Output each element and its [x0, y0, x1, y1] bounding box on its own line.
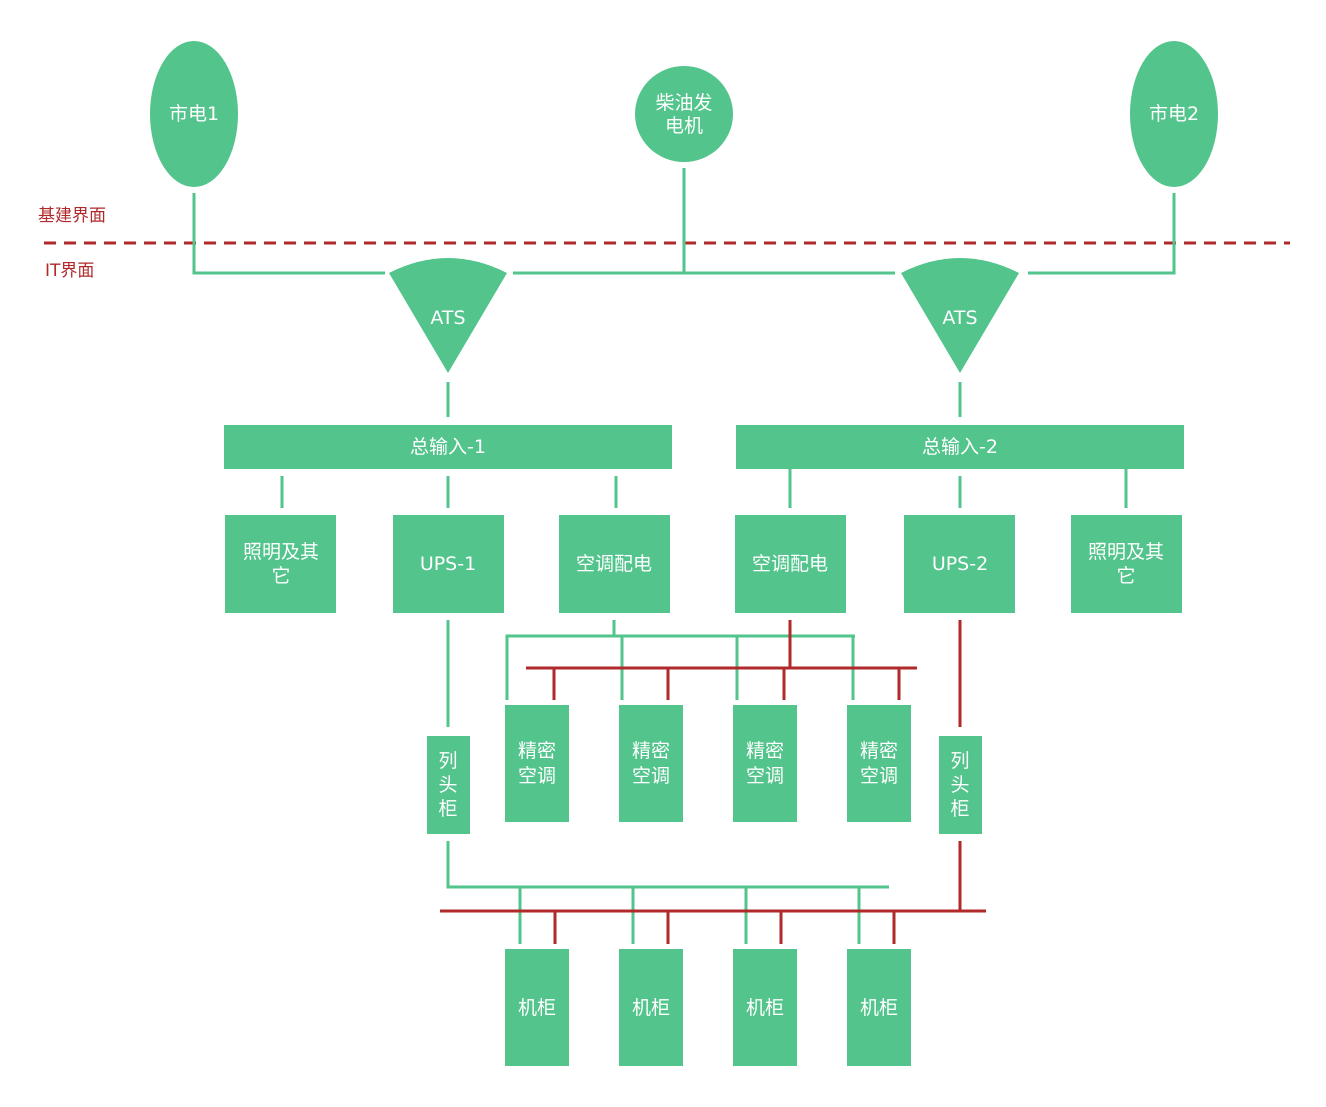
row-head-cabinet-left [427, 736, 470, 834]
precision-ac-unit-4-label-line2: 空调 [860, 765, 898, 787]
rack-feeders [440, 841, 986, 944]
row-head-cabinet-right-char1: 列 [950, 750, 969, 772]
precision-ac-unit-1 [505, 705, 569, 822]
lighting-box-left-label-line1: 照明及其 [243, 541, 319, 563]
row-head-cabinet-right [939, 736, 982, 834]
grid-source-1-label: 市电1 [169, 103, 219, 125]
precision-ac-unit-1-label-line2: 空调 [518, 765, 556, 787]
ac-power-box-right-label: 空调配电 [752, 553, 828, 575]
ups-1-label: UPS-1 [420, 553, 476, 575]
ups-1-box [393, 515, 504, 613]
row-head-cabinet-left-char1: 列 [438, 750, 457, 772]
ats-switch-right [901, 258, 1019, 373]
rack-cabinet-1 [505, 949, 569, 1066]
lighting-box-left-label-line2: 它 [271, 565, 290, 587]
grid-source-2 [1130, 41, 1218, 187]
ats-switch-left [389, 258, 507, 373]
lighting-box-left [225, 515, 336, 613]
precision-ac-unit-1-label-line1: 精密 [518, 740, 556, 762]
lighting-box-right-label-line2: 它 [1116, 565, 1135, 587]
diesel-generator-label-line1: 柴油发 [655, 92, 712, 114]
row-head-cabinet-right-char3: 柜 [950, 798, 969, 820]
main-input-1-bar [224, 425, 672, 469]
precision-ac-unit-3 [733, 705, 797, 822]
ats-switch-left-label: ATS [430, 307, 465, 329]
source-connectors [192, 168, 1176, 508]
row-head-cabinet-left-char3: 柜 [438, 798, 457, 820]
ups-2-label: UPS-2 [932, 553, 988, 575]
row-head-cabinet-left-char2: 头 [438, 774, 457, 796]
main-input-2-bar [736, 425, 1184, 469]
precision-ac-unit-2 [619, 705, 683, 822]
rack-cabinet-3-label: 机柜 [746, 997, 784, 1019]
rack-cabinet-4-label: 机柜 [860, 997, 898, 1019]
lighting-box-right [1071, 515, 1182, 613]
grid-source-2-label: 市电2 [1149, 103, 1199, 125]
ac-power-box-left [559, 515, 670, 613]
main-input-2-label: 总输入-2 [922, 436, 998, 458]
diesel-generator-label-line2: 电机 [665, 115, 703, 137]
rack-cabinet-1-label: 机柜 [518, 997, 556, 1019]
precision-ac-unit-4 [847, 705, 911, 822]
rack-cabinet-3 [733, 949, 797, 1066]
rack-cabinet-2 [619, 949, 683, 1066]
precision-ac-unit-2-label-line2: 空调 [632, 765, 670, 787]
ups-2-box [904, 515, 1015, 613]
lighting-box-right-label-line1: 照明及其 [1088, 541, 1164, 563]
ac-power-box-left-label: 空调配电 [576, 553, 652, 575]
precision-ac-unit-2-label-line1: 精密 [632, 740, 670, 762]
main-input-1-label: 总输入-1 [410, 436, 486, 458]
ac-power-box-right [735, 515, 846, 613]
precision-ac-unit-4-label-line1: 精密 [860, 740, 898, 762]
precision-ac-feeders [505, 620, 917, 700]
diesel-generator [635, 66, 733, 162]
precision-ac-unit-3-label-line1: 精密 [746, 740, 784, 762]
ats-switch-right-label: ATS [942, 307, 977, 329]
row-head-cabinet-right-char2: 头 [950, 774, 969, 796]
rack-cabinet-2-label: 机柜 [632, 997, 670, 1019]
rack-cabinet-4 [847, 949, 911, 1066]
zone-label-it: IT界面 [45, 261, 94, 281]
grid-source-1 [150, 41, 238, 187]
zone-label-infrastructure: 基建界面 [38, 206, 106, 226]
precision-ac-unit-3-label-line2: 空调 [746, 765, 784, 787]
